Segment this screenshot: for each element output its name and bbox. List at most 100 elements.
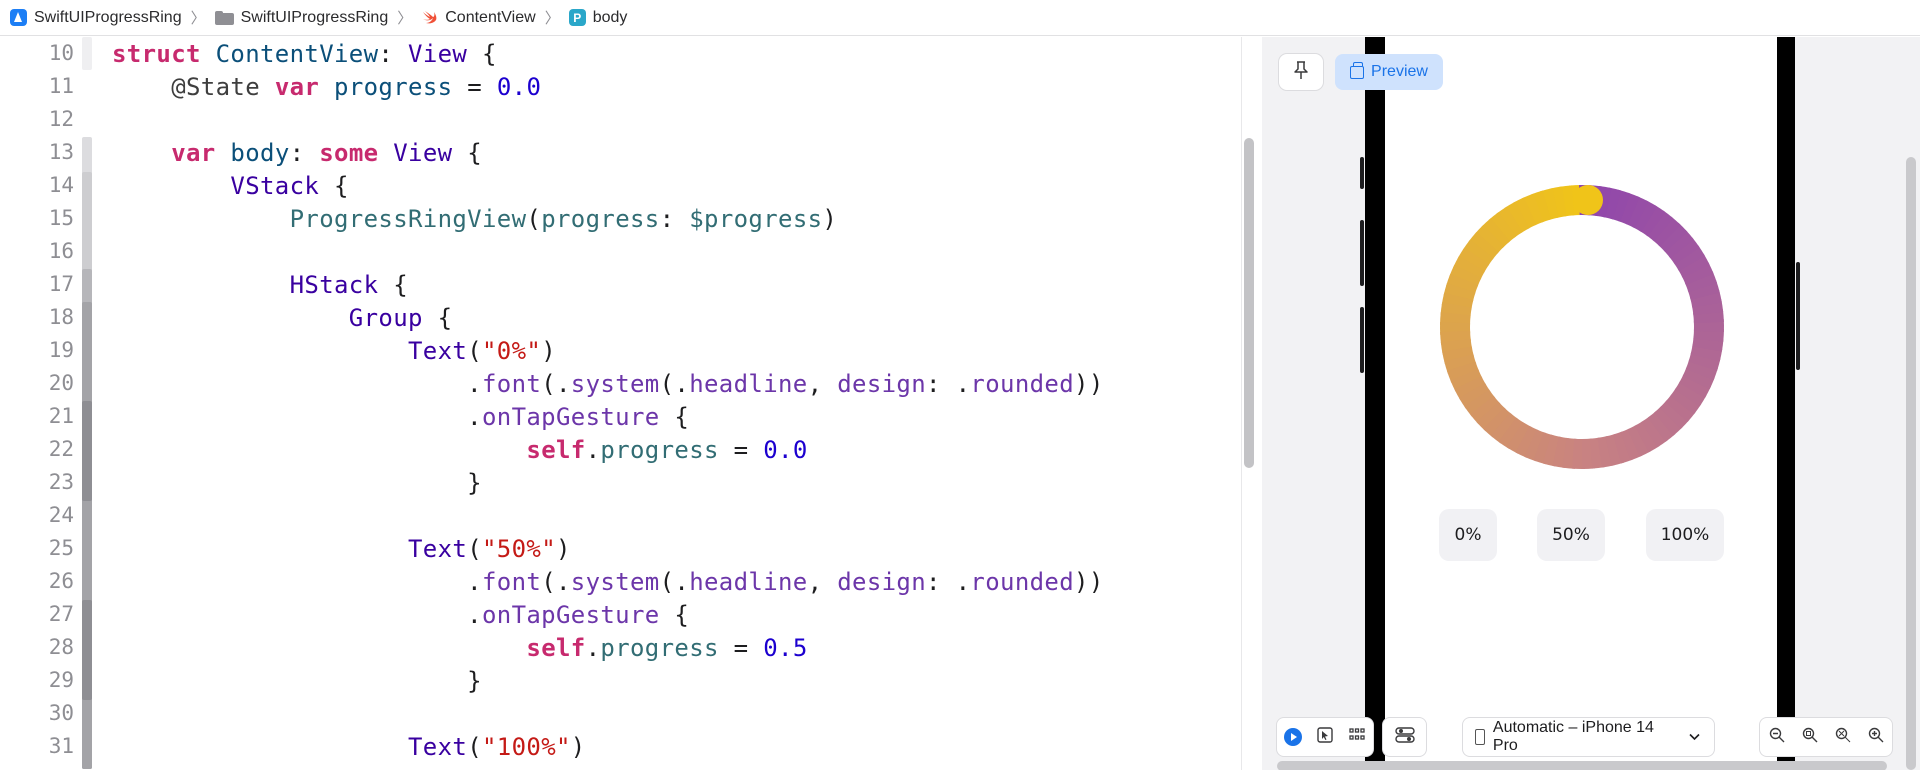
breadcrumb-label: body (592, 8, 628, 26)
line-number-gutter: 10 11 12 13 14 15 16 17 18 19 20 21 22 2… (0, 37, 80, 770)
device-settings-button[interactable] (1383, 718, 1426, 756)
property-icon: P (568, 9, 586, 26)
breadcrumb: SwiftUIProgressRing 〉 SwiftUIProgressRin… (0, 0, 1920, 36)
breadcrumb-label: ContentView (445, 8, 536, 26)
device-picker[interactable]: Automatic – iPhone 14 Pro (1463, 718, 1714, 756)
cursor-select-icon (1317, 726, 1333, 748)
code-area[interactable]: struct ContentView: View { @State var pr… (112, 37, 1262, 770)
preview-mode-group (1277, 718, 1373, 756)
fold-marker[interactable] (82, 302, 92, 769)
line-number: 22 (48, 437, 74, 461)
pin-preview-button[interactable] (1279, 54, 1323, 90)
code-line: @State var progress = 0.0 (171, 73, 542, 101)
pin-icon (1293, 60, 1309, 85)
breadcrumb-label: SwiftUIProgressRing (34, 8, 182, 26)
line-number: 25 (48, 536, 74, 560)
line-number: 29 (48, 668, 74, 692)
device-side-button (1360, 307, 1364, 373)
code-line: self.progress = 0.0 (526, 436, 808, 464)
fold-marker[interactable] (82, 37, 92, 70)
source-editor[interactable]: 10 11 12 13 14 15 16 17 18 19 20 21 22 2… (0, 37, 1262, 770)
progress-0-button[interactable]: 0% (1439, 509, 1497, 561)
fold-marker[interactable] (82, 401, 92, 501)
code-line: struct ContentView: View { (112, 40, 497, 68)
preview-selector-button[interactable]: Preview (1335, 54, 1443, 90)
line-number: 12 (48, 107, 74, 131)
code-line: .font(.system(.headline, design: .rounde… (112, 568, 1104, 596)
line-number: 15 (48, 206, 74, 230)
code-folding-ribbon[interactable] (80, 37, 92, 770)
zoom-fit-button[interactable] (1826, 718, 1859, 756)
line-number: 10 (48, 41, 74, 65)
line-number: 23 (48, 470, 74, 494)
code-line: } (112, 469, 482, 497)
line-number: 26 (48, 569, 74, 593)
code-line: .onTapGesture { (112, 601, 690, 629)
line-number: 16 (48, 239, 74, 263)
code-line: .font(.system(.headline, design: .rounde… (112, 370, 1104, 398)
preview-icon (1350, 61, 1365, 79)
code-line: Text("50%") (407, 535, 571, 563)
line-number: 28 (48, 635, 74, 659)
line-number: 31 (48, 734, 74, 758)
chevron-right-icon: 〉 (190, 10, 206, 27)
code-line: Text("0%") (407, 337, 557, 365)
zoom-in-button[interactable] (1859, 718, 1892, 756)
device-side-button (1360, 220, 1364, 286)
breadcrumb-item-file[interactable]: ContentView (421, 8, 536, 27)
zoom-actual-icon (1802, 727, 1818, 748)
breadcrumb-item-symbol[interactable]: P body (568, 8, 628, 27)
progress-50-button[interactable]: 50% (1537, 509, 1605, 561)
chevron-right-icon: 〉 (544, 10, 560, 27)
fold-marker[interactable] (82, 600, 92, 700)
code-line: VStack { (230, 172, 349, 200)
ring-cap (1573, 185, 1603, 215)
device-name: Automatic – iPhone 14 Pro (1492, 719, 1654, 754)
device-picker-content: Automatic – iPhone 14 Pro (1463, 719, 1714, 755)
zoom-in-icon (1868, 727, 1884, 748)
preview-label: Preview (1371, 63, 1428, 80)
zoom-fit-icon (1835, 727, 1851, 748)
toggles-icon (1394, 726, 1415, 748)
device-side-button (1796, 262, 1800, 370)
progress-ring (1437, 182, 1727, 472)
breadcrumb-item-project[interactable]: SwiftUIProgressRing (10, 9, 182, 27)
breadcrumb-item-folder[interactable]: SwiftUIProgressRing (214, 8, 389, 27)
code-line: self.progress = 0.5 (526, 634, 808, 662)
code-line: HStack { (289, 271, 408, 299)
progress-100-button[interactable]: 100% (1646, 509, 1724, 561)
code-line: } (112, 667, 482, 695)
code-line: .onTapGesture { (112, 403, 690, 431)
folder-icon (214, 10, 234, 25)
code-line: var body: some View { (171, 139, 483, 167)
code-line: Text("100%") (407, 733, 586, 761)
live-mode-button[interactable] (1277, 718, 1309, 756)
code-line: ProgressRingView(progress: $progress) (289, 205, 838, 233)
editor-vertical-scrollbar[interactable] (1244, 138, 1254, 468)
line-number: 21 (48, 404, 74, 428)
line-number: 20 (48, 371, 74, 395)
code-line: Group { (348, 304, 453, 332)
progress-ring-graphic (1440, 185, 1724, 469)
line-number: 17 (48, 272, 74, 296)
canvas-vertical-scrollbar[interactable] (1906, 157, 1916, 770)
breadcrumb-label: SwiftUIProgressRing (240, 8, 389, 26)
zoom-100-button[interactable] (1793, 718, 1826, 756)
chevron-right-icon: 〉 (397, 10, 413, 27)
app-project-icon (10, 9, 27, 26)
line-number: 11 (48, 74, 74, 98)
zoom-out-button[interactable] (1760, 718, 1793, 756)
play-icon (1284, 728, 1302, 746)
zoom-controls (1760, 718, 1892, 756)
line-number: 18 (48, 305, 74, 329)
chevron-down-icon (1689, 728, 1700, 746)
line-number: 27 (48, 602, 74, 626)
variants-button[interactable] (1341, 718, 1373, 756)
line-number: 24 (48, 503, 74, 527)
canvas-horizontal-scrollbar[interactable] (1277, 761, 1887, 770)
selectable-mode-button[interactable] (1309, 718, 1341, 756)
grid-icon (1349, 727, 1365, 747)
preview-canvas[interactable]: 0% 50% 100% Preview Automatic – (1262, 37, 1920, 770)
swift-file-icon (421, 9, 438, 26)
zoom-out-icon (1769, 727, 1785, 748)
